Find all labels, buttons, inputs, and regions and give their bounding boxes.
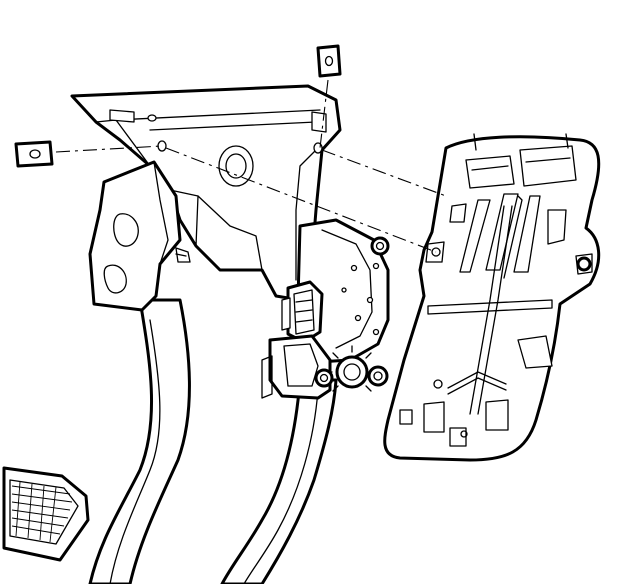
pedal-mount-bracket <box>88 160 191 312</box>
sensor-connector <box>281 280 324 344</box>
accelerator-pedal-pad <box>2 466 90 562</box>
adjustable-pedal-motor <box>261 334 379 400</box>
pedal-mount-plate <box>383 133 601 462</box>
retainer-clip-left <box>14 140 54 168</box>
brake-pedal-arm <box>88 298 192 584</box>
mounting-nut-left <box>314 236 390 388</box>
pedal-bracket <box>70 84 342 302</box>
accelerator-pedal-arm <box>220 378 338 584</box>
retainer-clip-top <box>316 44 342 78</box>
alignment-leader-lines <box>55 79 447 253</box>
